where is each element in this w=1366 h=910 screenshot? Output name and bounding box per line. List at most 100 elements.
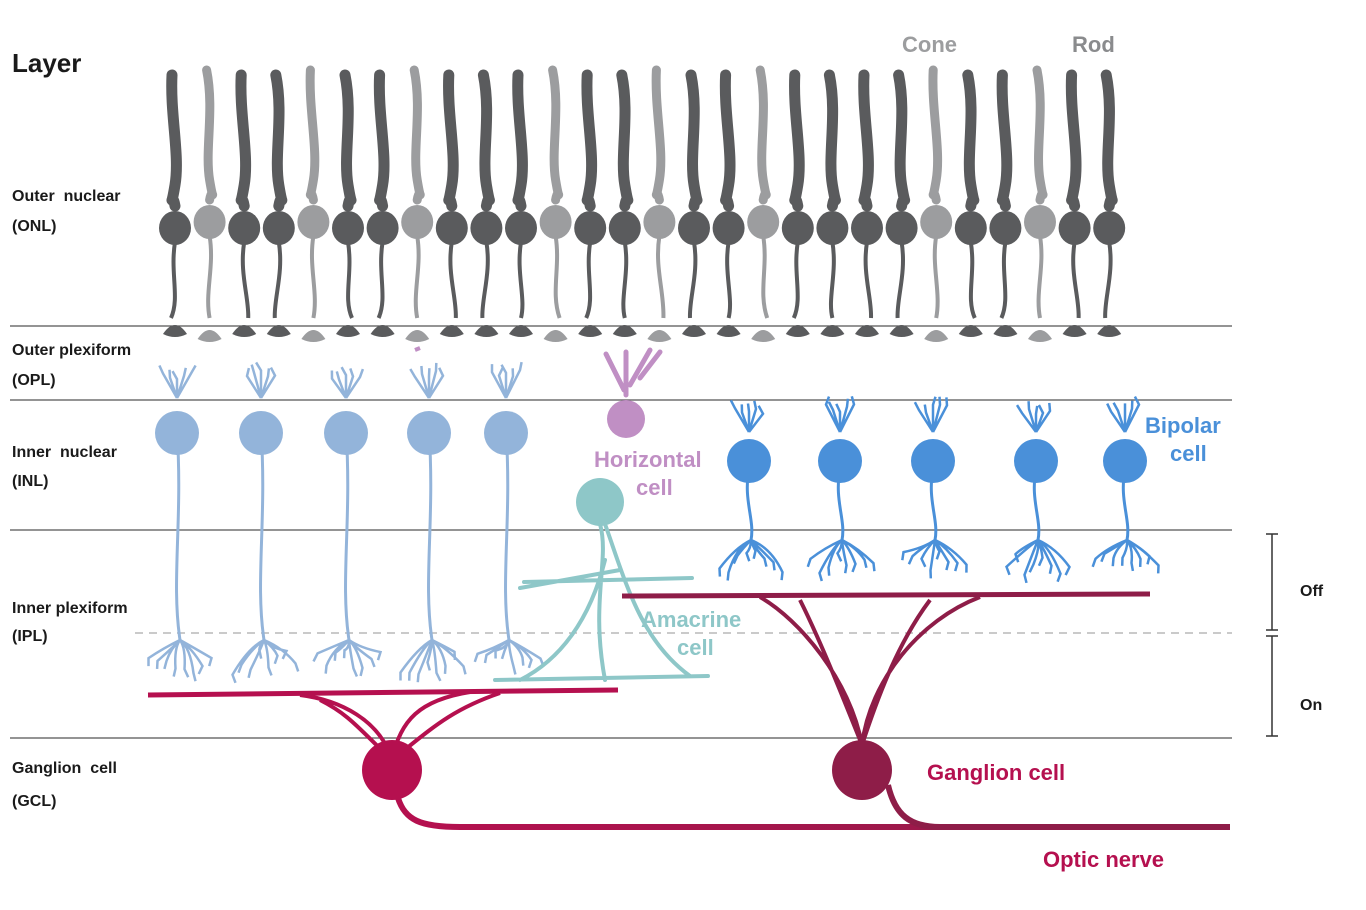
layer-opl-name: Outer plexiform — [12, 342, 131, 359]
rod-photoreceptor — [816, 69, 849, 337]
bipolar-axon — [259, 429, 266, 641]
amacrine-label-1: Amacrine — [641, 607, 741, 632]
layer-gcl-abbr: (GCL) — [12, 793, 56, 810]
rod-photoreceptor — [332, 69, 364, 337]
rod-bipolar-cell — [473, 361, 545, 675]
bipolar-dendrite — [1015, 401, 1052, 433]
layer-onl-name: Outer nuclear — [12, 188, 120, 205]
bipolar-cell-body — [155, 411, 199, 455]
rod-photoreceptor — [885, 69, 918, 337]
ganglion-cell-body-left — [362, 740, 422, 800]
bipolar-axon-terminal — [806, 538, 876, 582]
bipolar-axon-terminal — [1005, 538, 1071, 584]
bipolar-axon-terminal — [473, 638, 545, 675]
cone-bipolar-cell — [1005, 401, 1071, 584]
bipolar-dendrite — [330, 366, 365, 399]
on-label: On — [1300, 697, 1322, 714]
bipolar-dendrite — [729, 399, 765, 433]
optic-nerve-axon-right — [885, 784, 1230, 830]
bipolar-axon-terminal — [718, 538, 784, 581]
bipolar-axon-terminal — [231, 638, 300, 684]
rod-photoreceptor — [505, 69, 537, 337]
bipolar-cell-body — [407, 411, 451, 455]
layer-ipl-name: Inner plexiform — [12, 600, 128, 617]
rod-photoreceptor — [989, 69, 1022, 337]
cone-photoreceptor — [193, 65, 226, 342]
optic-nerve-label: Optic nerve — [1043, 847, 1164, 872]
cone-bipolar-cell — [806, 396, 876, 582]
bipolar-cell-body — [727, 439, 771, 483]
bipolar-dendrite — [409, 362, 445, 399]
horizontal-cell — [414, 346, 663, 438]
ganglion-cell-body-right — [832, 740, 892, 800]
cone-photoreceptor — [297, 65, 330, 342]
cone-photoreceptor — [1024, 65, 1056, 342]
optic-nerve-axon-left — [395, 796, 1230, 830]
rod-bipolar-cell — [231, 361, 300, 684]
rod-photoreceptor — [574, 69, 607, 337]
rod-photoreceptor — [954, 69, 987, 337]
off-on-bracket — [1266, 533, 1278, 737]
bipolar-dendrite — [158, 364, 197, 399]
bipolar-cells — [147, 361, 1160, 684]
bipolar-label-1: Bipolar — [1145, 413, 1221, 438]
bipolar-cell-body — [484, 411, 528, 455]
rod-photoreceptor — [712, 69, 745, 337]
bipolar-cell-body — [239, 411, 283, 455]
rod-bipolar-cell — [147, 364, 213, 682]
layer-ipl-abbr: (IPL) — [12, 628, 48, 645]
rod-photoreceptor — [262, 69, 295, 337]
bipolar-cell-body — [818, 439, 862, 483]
rod-photoreceptor — [678, 69, 710, 337]
bipolar-dendrite — [913, 396, 949, 433]
bipolar-cell-body — [1014, 439, 1058, 483]
cone-photoreceptor — [539, 65, 572, 342]
bipolar-dendrite — [245, 361, 277, 399]
bipolar-cell-body — [324, 411, 368, 455]
ganglion-dendrite-right — [621, 591, 1151, 599]
ganglion-dendrite-left — [147, 687, 619, 698]
bipolar-axon — [427, 429, 434, 641]
layer-gcl-name: Ganglion cell — [12, 760, 117, 777]
rod-photoreceptor — [228, 69, 261, 337]
rod-bipolar-cell — [399, 362, 467, 683]
bipolar-cell-body — [911, 439, 955, 483]
rod-bipolar-cell — [312, 366, 383, 677]
bipolar-axon-terminal — [312, 638, 383, 677]
cone-bipolar-cell — [1091, 395, 1160, 574]
bipolar-label-2: cell — [1170, 441, 1207, 466]
rod-photoreceptor — [1058, 69, 1091, 337]
off-label: Off — [1300, 583, 1324, 600]
rod-photoreceptor — [1093, 69, 1126, 337]
layer-boundaries — [10, 325, 1232, 739]
cone-bipolar-cell — [901, 396, 968, 579]
bipolar-dendrite — [1106, 395, 1141, 433]
bipolar-cell-body — [1103, 439, 1147, 483]
bipolar-axon — [504, 429, 511, 641]
cone-photoreceptor — [401, 65, 434, 342]
amacrine-cell-processes — [493, 522, 710, 682]
layer-onl-abbr: (ONL) — [12, 218, 56, 235]
rod-photoreceptor — [366, 69, 399, 337]
rod-label: Rod — [1072, 32, 1115, 57]
rod-photoreceptor — [470, 69, 503, 337]
cone-label: Cone — [902, 32, 957, 57]
amacrine-cell-body — [576, 478, 624, 526]
ganglion-branches-right — [759, 595, 981, 746]
horizontal-cell-branches — [603, 347, 663, 398]
ganglion-label: Ganglion cell — [927, 760, 1065, 785]
rod-photoreceptor — [435, 69, 468, 337]
bipolar-axon-terminal — [901, 538, 968, 579]
ganglion-branches-left — [299, 690, 501, 762]
layer-inl-abbr: (INL) — [12, 473, 48, 490]
photoreceptor-row — [159, 65, 1126, 342]
rod-photoreceptor — [851, 69, 883, 337]
layer-opl-abbr: (OPL) — [12, 372, 56, 389]
horizontal-label-1: Horizontal — [594, 447, 702, 472]
horizontal-cell-dendrite — [414, 346, 421, 352]
bipolar-axon-terminal — [1091, 538, 1160, 574]
bipolar-axon — [175, 429, 182, 641]
cone-photoreceptor — [920, 65, 953, 342]
